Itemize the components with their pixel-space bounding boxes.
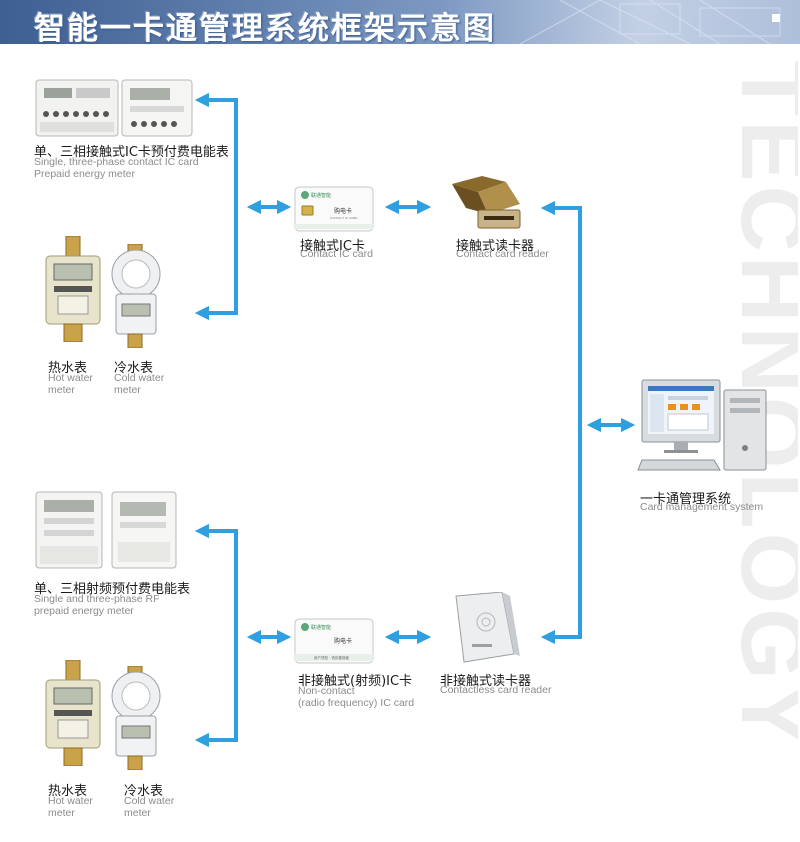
corner-square-icon	[772, 14, 780, 22]
contact-ic-card: 联通智能 购电卡 CONTACT IC CARD	[294, 186, 374, 232]
contact-card-label: 接触式IC卡	[300, 239, 365, 254]
cold-water-bottom-en1: Cold water	[124, 795, 175, 807]
connector-top-bracket	[204, 98, 238, 315]
energy-meter-icon	[111, 491, 177, 569]
contact-card-reader	[452, 176, 521, 229]
hot-water-meter-top	[45, 236, 101, 342]
svg-text:用户须知 · 请妥善保管: 用户须知 · 请妥善保管	[314, 655, 349, 660]
svg-text:购电卡: 购电卡	[334, 637, 352, 645]
rf-card-en1: Non-contact	[298, 685, 355, 697]
rf-reader-en: Contactless card reader	[440, 684, 552, 696]
ic-card-icon: 联通智能 购电卡 CONTACT IC CARD	[294, 186, 374, 232]
cold-water-top-en2: meter	[114, 384, 141, 396]
rf-card-en2: (radio frequency) IC card	[298, 697, 415, 709]
water-meter-icon	[45, 236, 101, 342]
page-title: 智能一卡通管理系统框架示意图	[34, 11, 496, 47]
hot-water-top-label: 热水表	[48, 361, 88, 376]
hot-water-top-en1: Hot water	[48, 372, 93, 384]
contact-meter-en2: Prepaid energy meter	[34, 168, 135, 180]
rf-card-label: 非接触式(射频)IC卡	[298, 674, 413, 689]
cold-water-bottom-label: 冷水表	[124, 784, 164, 799]
svg-text:购电卡: 购电卡	[334, 207, 352, 215]
connector-right-vertical	[560, 206, 582, 639]
cold-water-meter-bottom	[111, 666, 161, 770]
rf-meter-label: 单、三相射频预付费电能表	[34, 582, 191, 597]
hot-water-meter-bottom	[45, 660, 101, 766]
computer-icon	[637, 379, 767, 471]
ic-card-icon: 联通智能 购电卡 用户须知 · 请妥善保管	[294, 618, 374, 664]
svg-text:CONTACT IC CARD: CONTACT IC CARD	[330, 216, 358, 220]
hot-water-top-en2: meter	[48, 384, 75, 396]
management-label: 一卡通管理系统	[640, 492, 732, 507]
rf-reader-label: 非接触式读卡器	[440, 674, 532, 689]
water-meter-icon	[111, 666, 161, 770]
contact-reader-label: 接触式读卡器	[456, 239, 535, 254]
management-computer	[637, 379, 767, 471]
title-banner	[0, 0, 800, 44]
cold-water-top-en1: Cold water	[114, 372, 165, 384]
contact-card-en: Contact IC card	[300, 248, 373, 260]
svg-text:联通智能: 联通智能	[311, 192, 331, 199]
energy-meter-icon	[35, 491, 103, 569]
cold-water-top-label: 冷水表	[114, 361, 154, 376]
card-reader-icon	[455, 592, 520, 663]
rf-meter-en2: prepaid energy meter	[34, 605, 134, 617]
contact-meter-en1: Single, three-phase contact IC card	[34, 156, 199, 168]
contact-reader-en: Contact card reader	[456, 248, 549, 260]
water-meter-icon	[45, 660, 101, 766]
contact-energy-meters	[35, 79, 193, 137]
cold-water-meter-top	[111, 244, 161, 348]
card-reader-icon	[452, 176, 521, 229]
rf-meter-en1: Single and three-phase RF	[34, 593, 160, 605]
contactless-card-reader	[455, 592, 520, 663]
svg-text:联通智能: 联通智能	[311, 624, 331, 631]
rf-ic-card: 联通智能 购电卡 用户须知 · 请妥善保管	[294, 618, 374, 664]
rf-energy-meters	[35, 491, 177, 569]
hot-water-bottom-en2: meter	[48, 807, 75, 819]
management-en: Card management system	[640, 501, 764, 513]
hot-water-bottom-label: 热水表	[48, 784, 88, 799]
energy-meter-icon	[35, 79, 119, 137]
cold-water-bottom-en2: meter	[124, 807, 151, 819]
connector-bottom-bracket	[204, 529, 238, 742]
contact-meter-label: 单、三相接触式IC卡预付费电能表	[34, 145, 229, 160]
hot-water-bottom-en1: Hot water	[48, 795, 93, 807]
water-meter-icon	[111, 244, 161, 348]
energy-meter-icon	[121, 79, 193, 137]
